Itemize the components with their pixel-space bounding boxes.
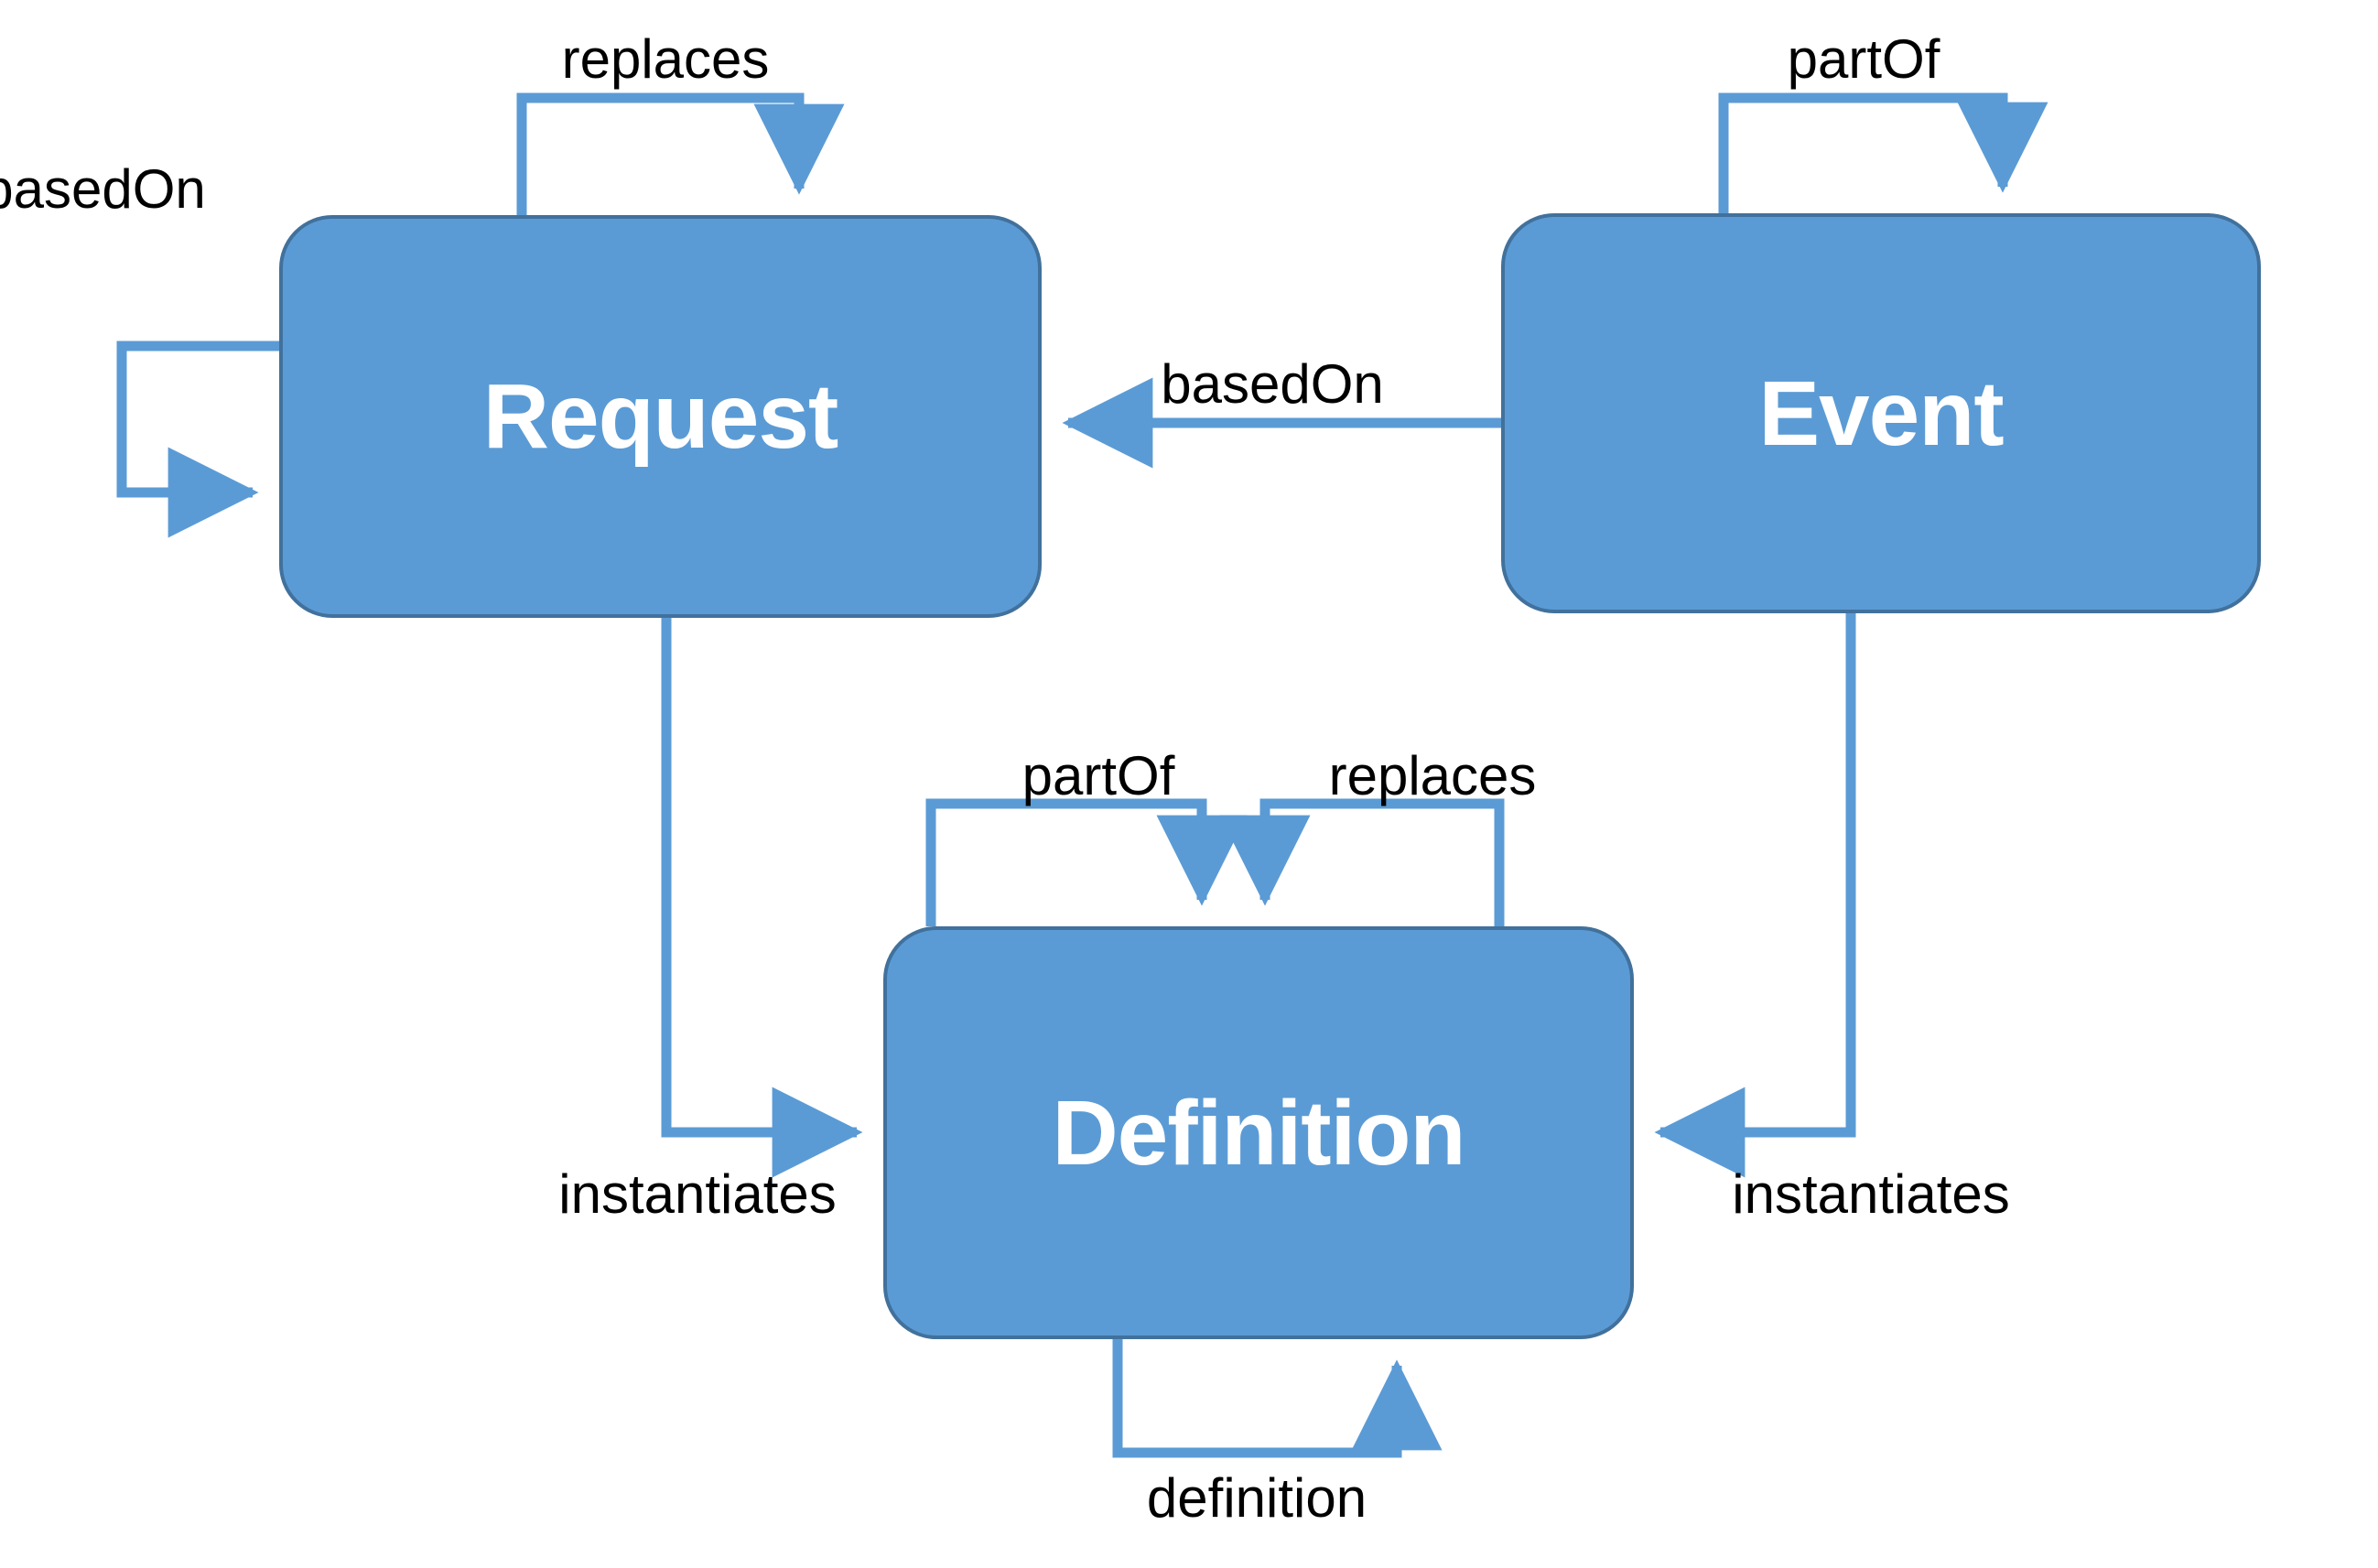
node-event[interactable]: Event	[1501, 213, 2261, 613]
edge-label-request-basedon-self: basedOn	[0, 158, 206, 220]
edge-event-partof	[1718, 92, 2048, 213]
node-definition[interactable]: Definition	[883, 926, 1634, 1339]
edge-label-request-replaces: replaces	[561, 28, 770, 90]
edge-request-basedon-self	[116, 341, 279, 538]
node-request-label: Request	[482, 365, 839, 468]
edge-definition-definition	[1112, 1339, 1443, 1458]
edge-label-event-partof: partOf	[1787, 28, 1940, 90]
node-request[interactable]: Request	[279, 215, 1042, 618]
edge-label-definition-partof: partOf	[1021, 745, 1175, 806]
edge-definition-partof	[925, 798, 1248, 926]
edge-request-instantiates	[661, 618, 863, 1178]
edge-label-event-basedon-request: basedOn	[1161, 353, 1384, 415]
edge-request-replaces	[516, 92, 845, 215]
edge-label-event-instantiates: instantiates	[1732, 1163, 2010, 1225]
node-event-label: Event	[1758, 362, 2004, 465]
node-definition-label: Definition	[1052, 1081, 1465, 1184]
edge-label-request-instantiates: instantiates	[558, 1163, 837, 1225]
edge-definition-replaces	[1219, 798, 1505, 926]
edge-label-definition-definition: definition	[1146, 1467, 1367, 1529]
edge-label-definition-replaces: replaces	[1328, 745, 1537, 806]
edge-event-instantiates	[1654, 613, 1856, 1178]
